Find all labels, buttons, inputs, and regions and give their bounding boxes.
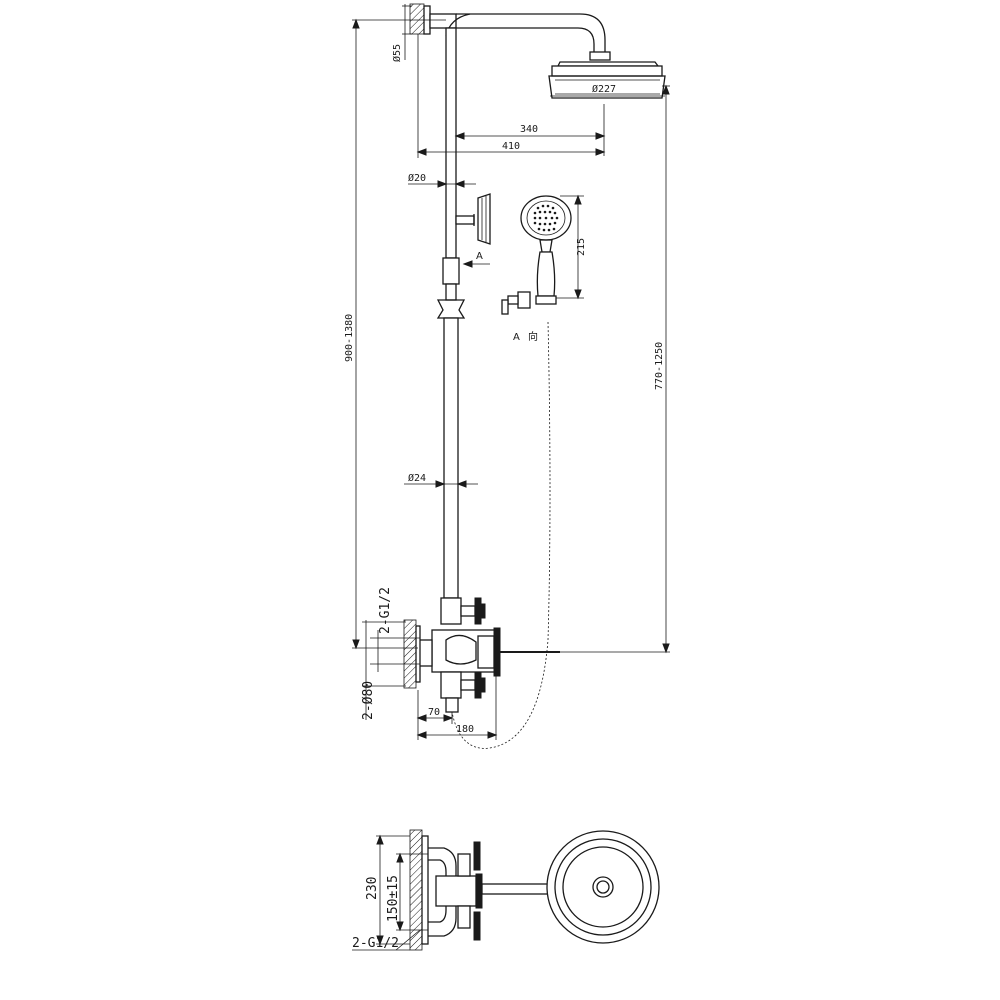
slider-body [442,257,460,285]
top-bracket [429,13,457,29]
dimension-labels: Ø55 Ø227 340 410 Ø20 A 215 A 向 900-1380 … [344,44,665,951]
dim-wall-flange: Ø55 [391,44,403,62]
lower-wall-hatch [403,619,417,689]
view-marker-a: A [476,251,483,262]
dim-inlet-spacing-inner: 150±15 [386,875,401,922]
dim-total-height: 900-1380 [344,314,355,362]
view-a-handset [501,195,572,315]
dim-inlet-spacing-outer: 230 [365,877,380,900]
spray-nozzles [533,204,559,232]
view-a-title-letter: A [513,332,520,343]
plan-wall-hatch [409,829,423,951]
dim-head-dia: Ø227 [592,83,616,95]
shower-hose [451,321,551,749]
plan-view [409,829,660,951]
dim-upper-pipe: Ø20 [408,172,426,184]
dimension-lines [352,4,670,951]
lower-pipe [443,317,459,599]
dim-arm-total: 410 [502,141,520,152]
top-wall-hatch [409,3,425,35]
dim-inlet-thread-plan: 2-G1/2 [352,936,399,951]
dim-head-height: 770-1250 [654,342,665,390]
view-a-title-char: 向 [528,330,538,343]
handset-holder-front [455,193,491,245]
slider-knob [436,299,466,319]
rain-shower-head [548,51,666,99]
plan-head-outer [546,830,660,944]
dim-arm-reach: 340 [520,124,538,135]
dim-inlet-flange: 2-Ø80 [361,681,376,720]
dim-lower-pipe: Ø24 [408,472,426,484]
front-elevation [403,3,666,749]
dim-valve-depth: 70 [428,707,440,718]
dim-valve-projection: 180 [456,724,474,735]
thermostatic-valve [417,597,560,713]
handset-handle [536,251,556,297]
upper-pipe [445,27,457,259]
shower-arm [456,13,606,52]
dim-inlet-thread: 2-G1/2 [378,587,393,634]
dim-handset-length: 215 [576,238,587,256]
